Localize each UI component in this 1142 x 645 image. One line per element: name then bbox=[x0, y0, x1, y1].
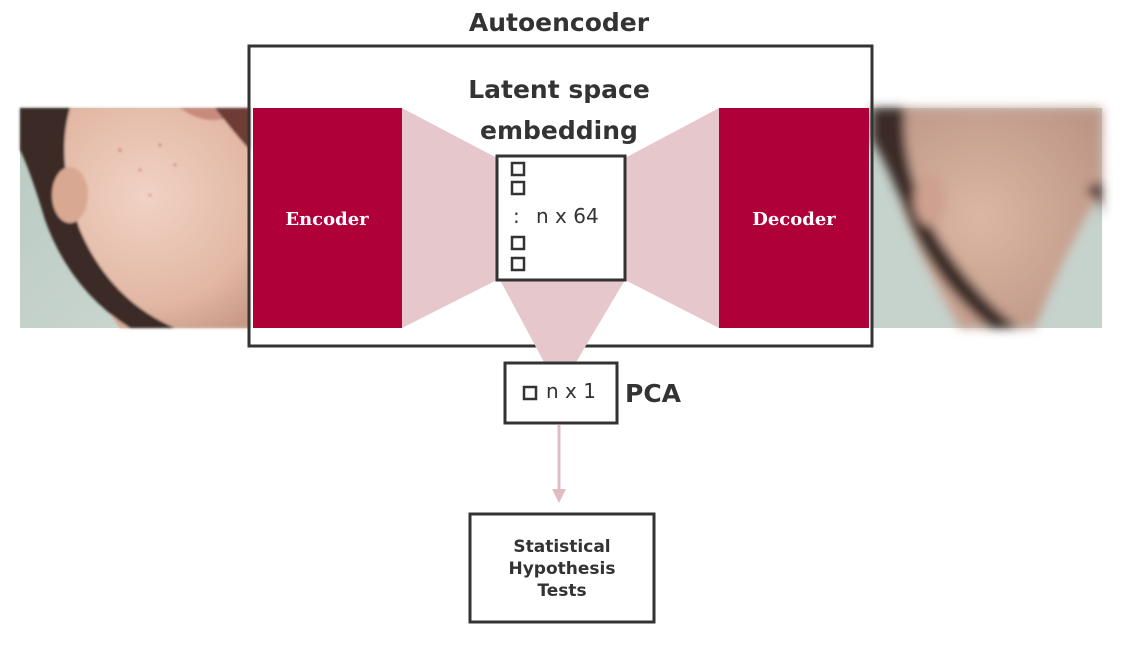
decoder-label: Decoder bbox=[752, 209, 836, 230]
pca-vector-icon bbox=[522, 385, 538, 401]
diagram-title: Autoencoder bbox=[469, 8, 650, 37]
encoder-label: Encoder bbox=[285, 209, 369, 230]
pca-funnel bbox=[500, 280, 625, 364]
input-face-image bbox=[20, 108, 250, 328]
latent-vector-icon bbox=[510, 161, 526, 272]
encoder-funnel bbox=[402, 108, 497, 328]
latent-box bbox=[495, 154, 627, 282]
tests-line3: Tests bbox=[537, 581, 586, 601]
output-face-image bbox=[872, 108, 1102, 328]
latent-label-line1: Latent space bbox=[468, 75, 650, 104]
tests-line1: Statistical bbox=[513, 537, 610, 557]
tests-line2: Hypothesis bbox=[509, 559, 616, 579]
latent-ellipsis: : bbox=[513, 204, 520, 228]
latent-dims: n x 64 bbox=[536, 204, 599, 228]
pca-dims: n x 1 bbox=[546, 379, 596, 403]
latent-label-line2: embedding bbox=[480, 116, 638, 145]
tests-box bbox=[468, 512, 656, 624]
decoder-block bbox=[719, 108, 869, 328]
encoder-block bbox=[253, 108, 402, 328]
pca-label: PCA bbox=[625, 379, 682, 408]
decoder-funnel bbox=[625, 108, 719, 328]
